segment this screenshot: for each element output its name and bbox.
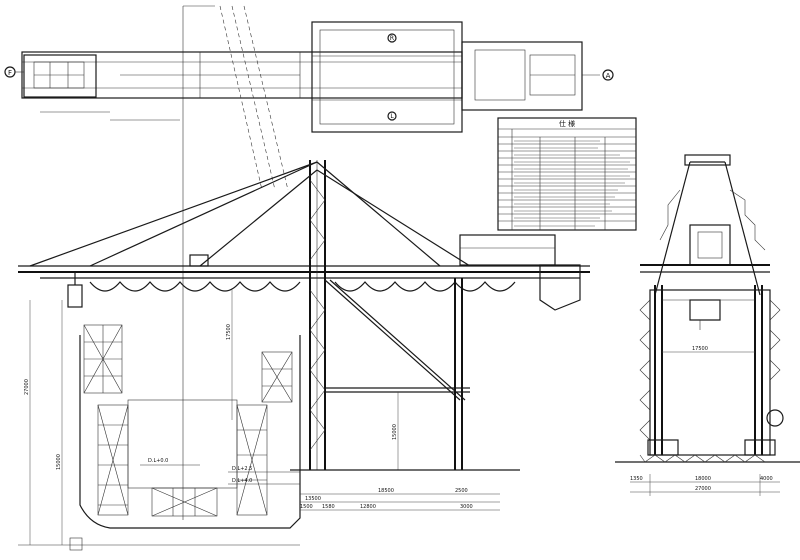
marker-left-label: F [8, 69, 12, 77]
festoon-cable-left [89, 281, 301, 292]
dim-bottom-7: 3000 [460, 504, 473, 510]
lower-brace [324, 279, 461, 401]
end-portal-frame [649, 289, 771, 456]
plan-portal-frame [311, 21, 463, 133]
left-machinery [23, 54, 97, 98]
marker-top [387, 33, 397, 43]
dim-left-2: 15000 [56, 454, 62, 470]
hold-outline [127, 399, 238, 489]
quay-dimensions: 13500 1500 1580 18500 2500 12800 3000 17… [226, 290, 520, 511]
machinery-house [459, 234, 556, 266]
trolley [189, 254, 209, 267]
end-dim-3: 4000 [760, 476, 773, 482]
cable-reel [766, 409, 784, 427]
marker-top-label: R [390, 35, 394, 42]
end-cab [689, 224, 731, 266]
spreader-block [67, 284, 83, 308]
dim-bottom-3: 1580 [322, 504, 335, 510]
marker-bottom-label: L [390, 113, 394, 120]
dl-label-1: D.L+0.0 [148, 458, 168, 464]
end-dim-4: 27000 [695, 486, 711, 492]
end-dim-inner: 17500 [692, 346, 708, 352]
end-a-frame [654, 161, 761, 296]
spec-table-title: 仕 様 [559, 119, 575, 128]
marker-bottom [387, 111, 397, 121]
backstay [316, 161, 441, 267]
spec-table-frame [497, 117, 637, 231]
marker-right [602, 69, 614, 81]
dim-bottom-2: 1500 [300, 504, 313, 510]
dl-label-2: D.L+2.5 [232, 466, 252, 472]
end-dim-2: 18000 [695, 476, 711, 482]
ship-hull [79, 335, 301, 529]
dim-bottom-6: 12800 [360, 504, 376, 510]
end-dim-1: 1350 [630, 476, 643, 482]
dim-bottom-4: 18500 [378, 488, 394, 494]
ship-hold: D.L+0.0 D.L+2.5 D.L+4.0 27000 15000 [18, 300, 301, 551]
spec-table: 仕 様 [497, 117, 637, 231]
dim-top-1: 17500 [226, 324, 232, 340]
side-elevation [18, 160, 590, 470]
dim-bottom-1: 13500 [305, 496, 321, 502]
marker-right-label: A [606, 72, 611, 80]
dim-top-2: 15000 [392, 424, 398, 440]
right-machinery [461, 41, 583, 111]
dl-label-3: D.L+4.0 [232, 478, 252, 484]
dim-bottom-5: 2500 [455, 488, 468, 494]
forestay-inner [89, 161, 318, 267]
container-stack [83, 324, 293, 517]
counterweight [539, 264, 581, 311]
forestay-short [199, 169, 318, 267]
forestay-outer [29, 161, 318, 267]
plan-view: F A R L [4, 5, 614, 520]
dim-left-1: 27000 [24, 379, 30, 395]
backstay-outer [316, 169, 471, 267]
end-elevation: 17500 1350 18000 4000 27000 [615, 154, 800, 496]
festoon-cable-right [334, 281, 516, 292]
